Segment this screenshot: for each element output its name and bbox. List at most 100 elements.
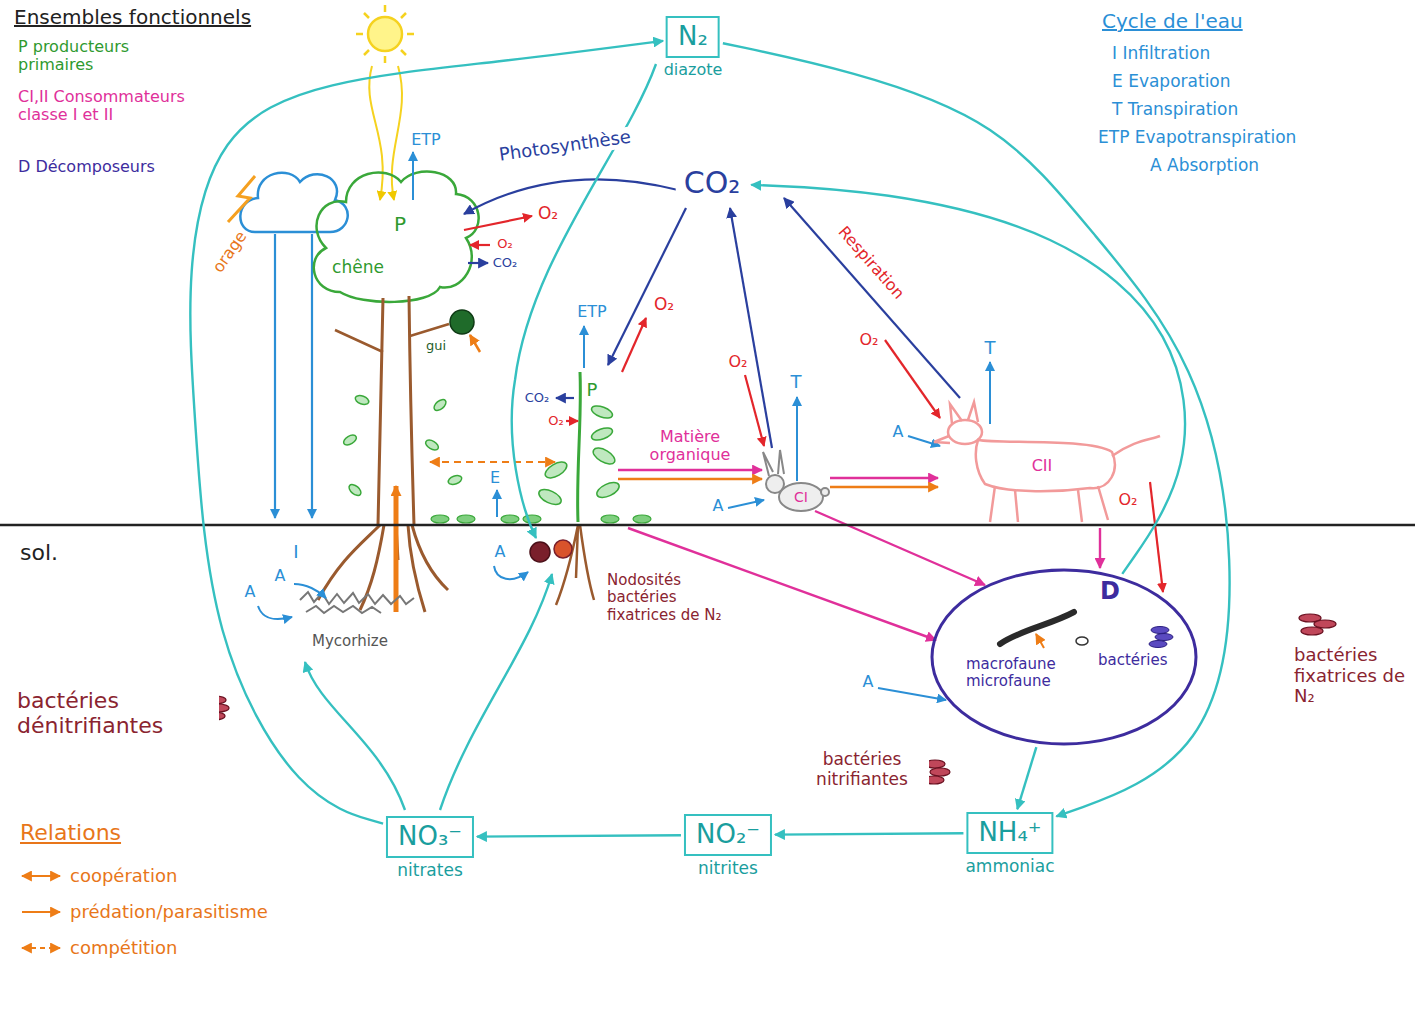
lightning [228,176,255,222]
legume-plant [590,426,614,443]
decomposer-figure [1155,634,1173,641]
legend-text: ETP Evapotranspiration [1098,128,1296,148]
falling-leaf [354,394,370,406]
compound-area: CO₂ [676,164,749,203]
decomposer-figure [1036,634,1044,648]
compound-formula: N₂ [678,22,708,52]
compound-name: diazote [664,61,723,79]
oak-tree [314,172,479,302]
gas-label: CO₂ [491,256,520,271]
soil-line [0,524,1415,527]
gas-arrow [470,244,490,246]
absorption-arrow [294,584,326,598]
falling-leaf [342,433,358,447]
legend-sample [22,911,60,913]
legume-plant [578,372,581,522]
legend-item: E Evaporation [1112,72,1231,92]
sun [356,5,414,63]
legume-plant [530,372,621,605]
rabbit [779,483,823,511]
group-letter: CII [1030,457,1055,475]
decomposer-figure [1000,612,1074,644]
ion-box: NO₃⁻nitrates [386,816,474,880]
nitrogen-arrow [305,64,656,810]
compound-box: N₂ [666,16,720,58]
sun [356,5,414,63]
gas-arrow [622,318,646,372]
absorption-arrow [258,606,292,619]
organism-note: bactéries fixatrices de N₂ [1292,645,1414,707]
legend-text: A Absorption [1150,156,1259,176]
compound-formula: NO₃⁻ [398,822,462,852]
decomposer-ellipse: Dmacrofaune microfaunebactéries [930,568,1198,746]
bacteria-icon [1301,627,1323,635]
legend-item: P producteurs primaires [18,38,183,75]
legend-sample [22,875,60,877]
ion-box: NO₂⁻nitrites [684,814,772,878]
absorption-arrow [494,566,528,579]
legend-item: I Infiltration [1112,44,1210,64]
bacteria-icon [1314,620,1336,628]
rain-arrow [274,234,276,518]
legend-sample [18,868,64,884]
nitrogen-flow-arrow [775,833,963,834]
legend-sample [18,904,64,920]
legume-plant [537,486,564,507]
group-member: bactéries [1098,652,1167,669]
absorption-arrow [728,500,764,508]
gas-arrow [730,208,772,448]
competition-arrow [430,462,555,463]
legend-item: prédation/parasitisme [18,902,268,923]
falling-leaf [342,394,463,498]
nitrogen-flow-arrow [190,41,663,824]
gas-arrow [885,340,940,418]
falling-leaf [347,482,363,497]
ion-box: NH₄⁺ammoniac [965,812,1054,876]
flow-label: Matière organique [640,428,740,465]
water-flux: A [273,567,288,585]
falling-leaf [447,474,463,486]
legume-plant [595,479,622,500]
group-letter: CI [792,489,810,505]
water-flux: ETP [575,303,609,321]
oak-tree [314,172,479,612]
group-letter: D [1100,578,1120,606]
organic-matter-arrow [815,511,985,585]
gas-arrow [1150,482,1163,592]
mycorrhiza [300,592,414,604]
water-arrow [496,490,498,517]
bacteria-icon [930,768,950,776]
leaf-litter [601,515,619,523]
gas-pool: CO₂ [676,164,749,203]
organism-note: bactéries nitrifiantes [795,750,929,789]
organic-matter-arrow [830,486,938,488]
nitrogen-arrow [440,574,552,810]
water-flux: A [243,583,258,601]
decomposer-figure [1149,641,1167,648]
organism-name: Mycorhize [310,633,390,650]
sunlight [369,66,382,200]
water-arrow [583,326,585,368]
legend-text: E Evaporation [1112,72,1231,92]
compound-formula: NO₂⁻ [696,820,760,850]
legend-heading: Relations [18,820,123,845]
water-flux: T [983,338,998,359]
bacteria-icon [203,614,1336,784]
zone-label: sol. [18,540,60,565]
rabbit [763,450,784,476]
fox [950,402,978,424]
legend-item: compétition [18,938,177,959]
fox [934,436,950,443]
decomposer-figure [1149,627,1173,648]
organic-matter-arrow [618,478,762,480]
legume-plant [590,404,614,421]
absorption-arrow [258,436,946,700]
organic-matter-arrow [1099,528,1101,568]
lightning [228,176,255,222]
legend-text: prédation/parasitisme [70,902,268,923]
gas-label: O₂ [857,331,880,349]
rabbit [821,488,829,496]
mistletoe [450,310,480,352]
legend-text: compétition [70,938,177,959]
